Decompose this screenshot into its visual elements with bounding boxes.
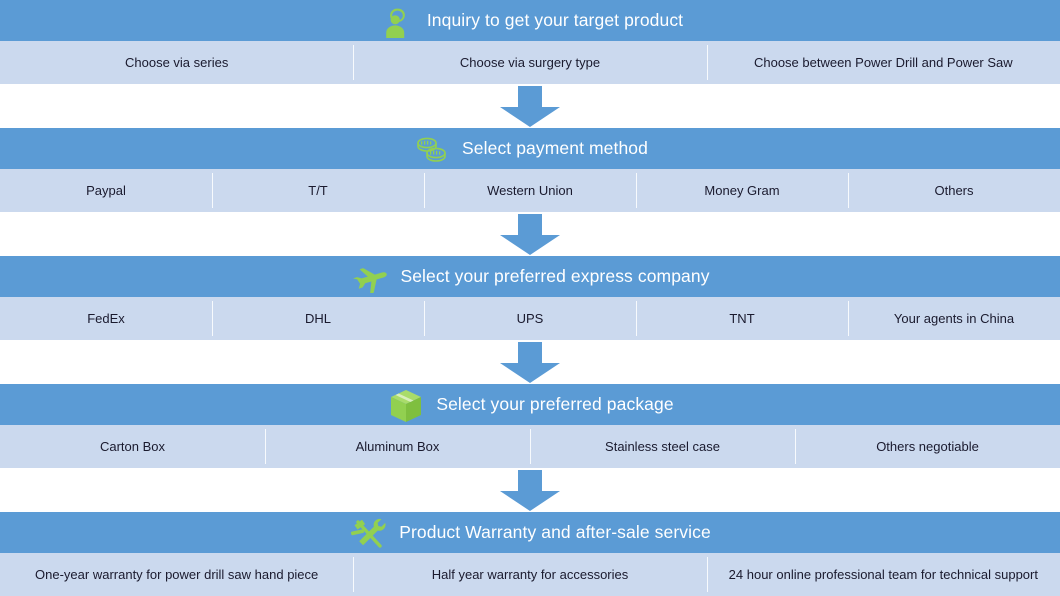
option-package-others-negotiable[interactable]: Others negotiable (795, 425, 1060, 468)
stage-header-package: Select your preferred package (0, 384, 1060, 425)
stage-title-package: Select your preferred package (436, 393, 674, 414)
coins-icon (412, 130, 452, 170)
option-warranty-one-year[interactable]: One-year warranty for power drill saw ha… (35, 566, 319, 582)
connector-1 (0, 86, 1060, 128)
stage-package: Select your preferred package Carton Box… (0, 384, 1060, 468)
connector-4 (0, 470, 1060, 512)
stage-title-express: Select your preferred express company (400, 265, 710, 286)
option-inquiry-drill-or-saw[interactable]: Choose between Power Drill and Power Saw (706, 41, 1060, 84)
option-package-aluminum-box[interactable]: Aluminum Box (265, 425, 530, 468)
package-box-icon (386, 386, 426, 426)
stage-title-warranty: Product Warranty and after-sale service (399, 521, 711, 542)
option-warranty-24-hour-support[interactable]: 24 hour online professional team for tec… (706, 553, 1060, 596)
option-package-stainless-steel-case[interactable]: Stainless steel case (530, 425, 795, 468)
arrow-down-icon (500, 470, 560, 511)
stage-header-payment: Select payment method (0, 128, 1060, 169)
option-package-carton-box[interactable]: Carton Box (99, 438, 166, 454)
options-row-inquiry: Choose via series Choose via surgery typ… (0, 41, 1060, 84)
stage-payment: Select payment method Paypal T/T Western… (0, 128, 1060, 212)
tools-hammer-wrench-icon (349, 514, 389, 554)
connector-3 (0, 342, 1060, 384)
options-row-warranty: One-year warranty for power drill saw ha… (0, 553, 1060, 596)
option-express-your-agents[interactable]: Your agents in China (848, 297, 1060, 340)
option-payment-tt[interactable]: T/T (212, 169, 424, 212)
option-inquiry-surgery-type[interactable]: Choose via surgery type (353, 41, 706, 84)
stage-warranty: Product Warranty and after-sale service … (0, 512, 1060, 596)
option-inquiry-series[interactable]: Choose via series (125, 54, 229, 70)
arrow-down-icon (500, 342, 560, 383)
options-row-payment: Paypal T/T Western Union Money Gram Othe… (0, 169, 1060, 212)
support-agent-icon (377, 2, 417, 42)
options-row-package: Carton Box Aluminum Box Stainless steel … (0, 425, 1060, 468)
option-payment-others[interactable]: Others (848, 169, 1060, 212)
arrow-down-icon (500, 214, 560, 255)
option-express-tnt[interactable]: TNT (636, 297, 848, 340)
stage-inquiry: Inquiry to get your target product Choos… (0, 0, 1060, 84)
options-row-express: FedEx DHL UPS TNT Your agents in China (0, 297, 1060, 340)
stage-express: Select your preferred express company Fe… (0, 256, 1060, 340)
option-express-dhl[interactable]: DHL (212, 297, 424, 340)
stage-title-payment: Select payment method (462, 137, 648, 158)
stage-title-inquiry: Inquiry to get your target product (426, 9, 684, 30)
option-payment-paypal[interactable]: Paypal (86, 182, 126, 198)
stage-header-warranty: Product Warranty and after-sale service (0, 512, 1060, 553)
stage-header-inquiry: Inquiry to get your target product (0, 0, 1060, 41)
option-warranty-half-year-accessories[interactable]: Half year warranty for accessories (353, 553, 706, 596)
stage-header-express: Select your preferred express company (0, 256, 1060, 297)
connector-2 (0, 214, 1060, 256)
option-express-ups[interactable]: UPS (424, 297, 636, 340)
option-payment-money-gram[interactable]: Money Gram (636, 169, 848, 212)
airplane-icon (350, 258, 390, 298)
option-express-fedex[interactable]: FedEx (87, 310, 125, 326)
option-payment-western-union[interactable]: Western Union (424, 169, 636, 212)
arrow-down-icon (500, 86, 560, 127)
